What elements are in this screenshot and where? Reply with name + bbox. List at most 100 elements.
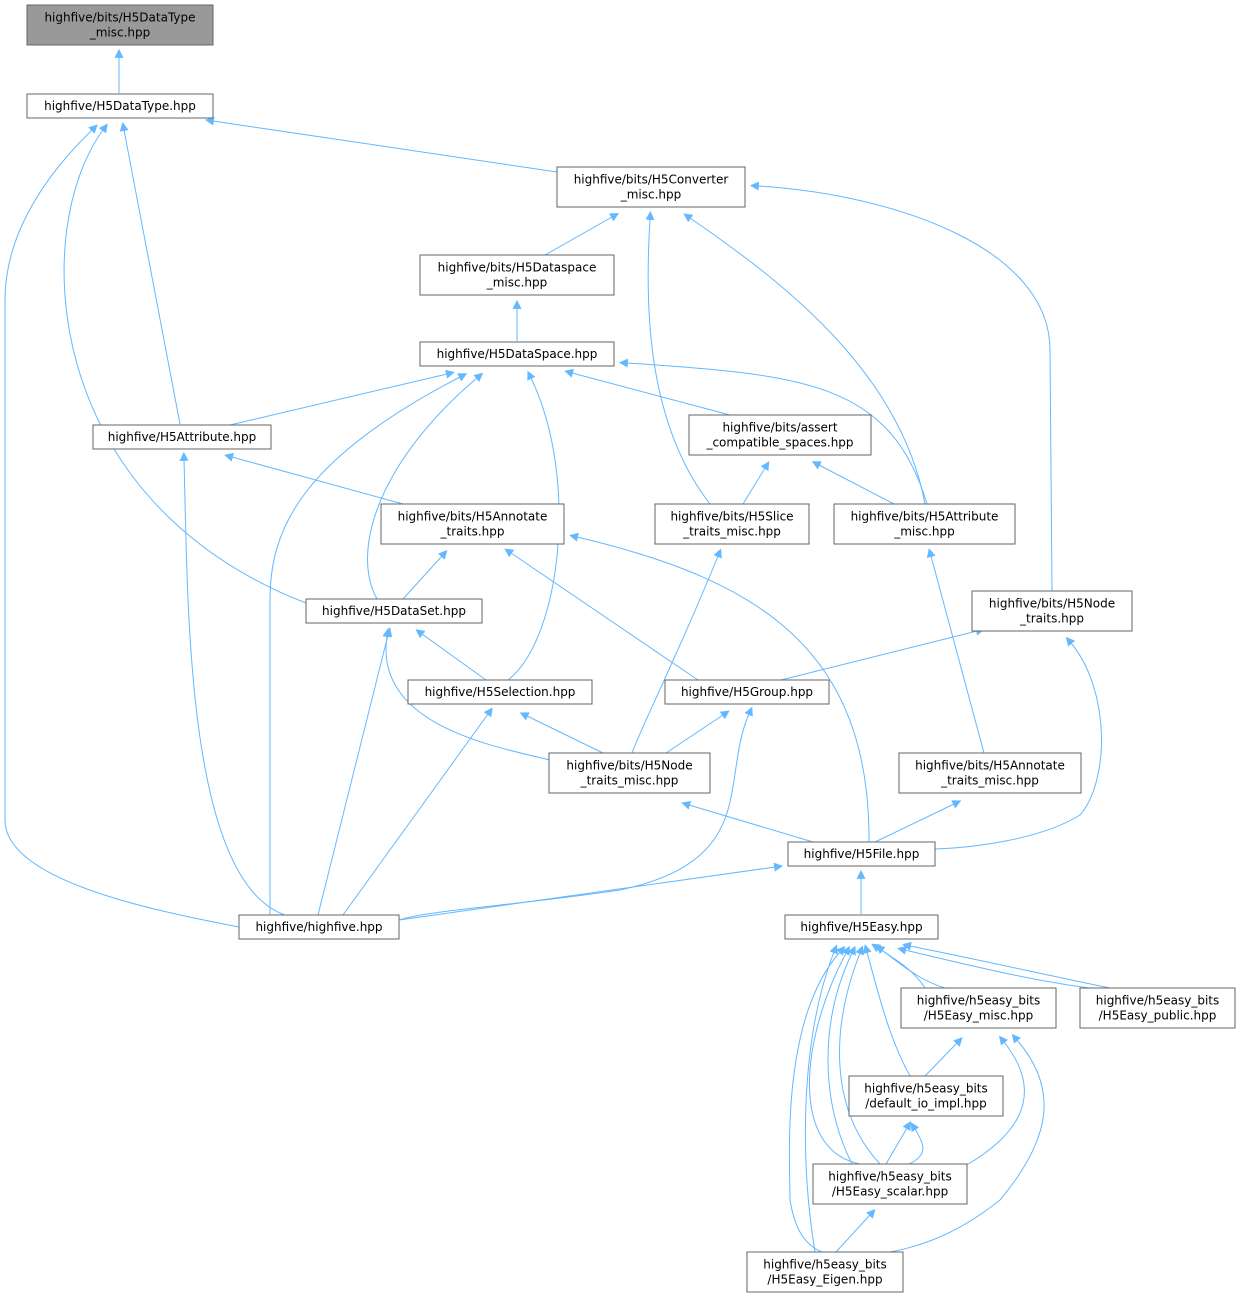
node-box (664, 679, 830, 705)
edge-nodemisc-group (665, 710, 730, 754)
edge-dataset-annot (402, 550, 448, 600)
graph-node[interactable]: highfive/bits/assert_compatible_spaces.h… (688, 414, 872, 456)
node-label: highfive/H5DataType.hpp (44, 99, 196, 113)
edge-scalar-easy-b (827, 945, 856, 1165)
node-label: highfive/H5Selection.hpp (425, 685, 576, 699)
node-label: highfive/bits/H5Node (989, 597, 1115, 611)
graph-node[interactable]: highfive/bits/H5Annotate_traits_misc.hpp (898, 752, 1082, 794)
edge-dspmisc-conv (544, 213, 620, 256)
node-label: highfive/bits/H5Dataspace (438, 261, 597, 275)
node-label: _traits_misc.hpp (940, 774, 1039, 788)
edge-group-annot (504, 548, 699, 681)
edge-scalar-easymisc (964, 1035, 1025, 1167)
edge-layer (4, 48, 1111, 1253)
node-box (688, 414, 872, 456)
graph-node[interactable]: highfive/H5File.hpp (787, 841, 936, 867)
edge-annotmisc-attrmisc (926, 548, 985, 754)
edge-hf-ds (269, 373, 468, 915)
node-label: _traits_misc.hpp (682, 525, 781, 539)
node-label: highfive/bits/H5Attribute (851, 510, 999, 524)
node-label: highfive/H5DataSpace.hpp (437, 347, 598, 361)
edge-file-nodemisc (681, 800, 814, 843)
edge-file-annotmisc (874, 800, 962, 843)
graph-node[interactable]: highfive/highfive.hpp (238, 914, 400, 940)
graph-node[interactable]: highfive/H5Easy.hpp (784, 914, 939, 940)
node-label: highfive/h5easy_bits (917, 994, 1041, 1008)
graph-node[interactable]: highfive/H5DataSpace.hpp (419, 341, 615, 367)
node-label: highfive/H5Group.hpp (681, 685, 813, 699)
node-label: highfive/bits/H5DataType (44, 11, 195, 25)
edge-easypub-easy-b (897, 945, 1091, 989)
edge-hf-file (398, 862, 784, 921)
edge-ioimpl-easymisc (924, 1037, 963, 1077)
node-label: highfive/H5Easy.hpp (800, 920, 922, 934)
node-label: /H5Easy_public.hpp (1099, 1009, 1217, 1023)
edge-nodemisc-sel (519, 712, 604, 754)
node-box (26, 4, 214, 46)
node-box (1079, 987, 1236, 1029)
graph-node[interactable]: highfive/bits/H5Node_traits_misc.hpp (548, 752, 711, 794)
node-box (746, 1251, 904, 1293)
edge-dataset-ds (367, 372, 484, 600)
graph-node[interactable]: highfive/bits/H5Node_traits.hpp (971, 590, 1133, 632)
edge-hf-sel (342, 707, 493, 916)
graph-node[interactable]: highfive/bits/H5DataType_misc.hpp (26, 4, 214, 46)
node-label: highfive/bits/H5Converter (574, 173, 729, 187)
node-box (900, 987, 1057, 1029)
node-label: highfive/h5easy_bits (763, 1258, 887, 1272)
graph-node[interactable]: highfive/h5easy_bits/H5Easy_misc.hpp (900, 987, 1057, 1029)
node-label: _traits.hpp (440, 525, 505, 539)
edge-easymisc-easy-b (871, 943, 926, 989)
node-box (971, 590, 1133, 632)
graph-node[interactable]: highfive/bits/H5Attribute_misc.hpp (833, 503, 1016, 545)
edge-assert-ds (564, 368, 731, 416)
edge-annot-attr (224, 452, 404, 505)
edge-eigen-easymisc (889, 1033, 1045, 1253)
node-label: _traits_misc.hpp (580, 774, 679, 788)
edge-easymisc-easy (875, 944, 946, 989)
graph-node[interactable]: highfive/bits/H5Annotate_traits.hpp (380, 503, 565, 545)
node-box (305, 598, 483, 624)
edge-attr-dt (119, 122, 181, 425)
graph-node[interactable]: highfive/bits/H5Converter_misc.hpp (556, 166, 746, 208)
edge-selection-ds (507, 370, 560, 681)
node-label: highfive/H5DataSet.hpp (322, 604, 466, 618)
node-box (787, 841, 936, 867)
node-box (92, 424, 272, 450)
graph-node[interactable]: highfive/h5easy_bits/H5Easy_public.hpp (1079, 987, 1236, 1029)
node-label: highfive/h5easy_bits (864, 1082, 988, 1096)
edge-hf-attr (179, 451, 286, 916)
node-label: /default_io_impl.hpp (865, 1097, 987, 1111)
node-label: highfive/bits/H5Node (566, 759, 692, 773)
node-label: highfive/bits/H5Annotate (915, 759, 1065, 773)
graph-node[interactable]: highfive/h5easy_bits/default_io_impl.hpp (848, 1075, 1004, 1117)
node-box (419, 341, 615, 367)
edge-eigen-easy-b (804, 944, 838, 1253)
node-label: highfive/h5easy_bits (1096, 994, 1220, 1008)
graph-node[interactable]: highfive/H5DataSet.hpp (305, 598, 483, 624)
node-box (654, 503, 810, 545)
graph-node[interactable]: highfive/H5Group.hpp (664, 679, 830, 705)
node-box (812, 1163, 968, 1205)
graph-node[interactable]: highfive/h5easy_bits/H5Easy_scalar.hpp (812, 1163, 968, 1205)
edge-ioimpl-easy (862, 944, 911, 1077)
node-label: highfive/bits/H5Annotate (398, 510, 548, 524)
edge-scalar-ioimpl (885, 1121, 912, 1165)
graph-node[interactable]: highfive/bits/H5Dataspace_misc.hpp (419, 254, 615, 296)
edge-eigen-scalar (835, 1209, 876, 1253)
graph-node[interactable]: highfive/h5easy_bits/H5Easy_Eigen.hpp (746, 1251, 904, 1293)
edge-scalar-easy-c (809, 945, 861, 1165)
node-label: /H5Easy_Eigen.hpp (767, 1273, 882, 1287)
graph-node[interactable]: highfive/H5DataType.hpp (26, 93, 214, 119)
graph-node[interactable]: highfive/H5Attribute.hpp (92, 424, 272, 450)
node-box (407, 679, 593, 705)
node-label: highfive/H5Attribute.hpp (108, 430, 257, 444)
node-label: highfive/h5easy_bits (828, 1170, 952, 1184)
graph-node[interactable]: highfive/H5Selection.hpp (407, 679, 593, 705)
edge-ioimpl-scalar (908, 1122, 924, 1165)
graph-node[interactable]: highfive/bits/H5Slice_traits_misc.hpp (654, 503, 810, 545)
node-layer: highfive/bits/H5DataType_misc.hpphighfiv… (26, 4, 1236, 1293)
node-label: highfive/bits/assert (722, 421, 837, 435)
edge-attrmisc-conv (683, 213, 926, 505)
